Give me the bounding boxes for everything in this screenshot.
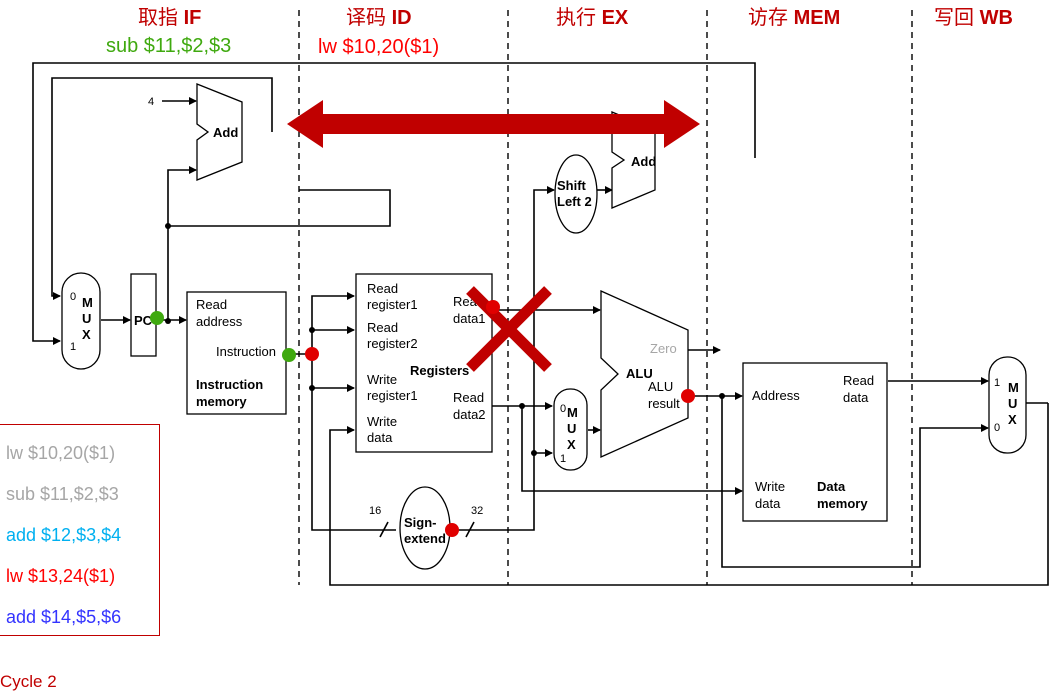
svg-text:X: X: [1008, 412, 1017, 427]
constant-four: 4: [148, 96, 154, 108]
svg-text:Write: Write: [367, 414, 397, 429]
svg-text:1: 1: [994, 377, 1000, 389]
svg-text:memory: memory: [196, 394, 247, 409]
svg-text:M: M: [82, 295, 93, 310]
instruction-memory: Read address Instruction Instruction mem…: [186, 291, 287, 415]
svg-text:16: 16: [369, 505, 381, 517]
stage-title-id: 译码 ID: [346, 6, 412, 29]
instr-item: add $14,$5,$6: [6, 607, 122, 627]
svg-text:1: 1: [560, 453, 566, 465]
register-file: Read register1 Read register2 Write regi…: [355, 273, 493, 453]
pc-mux: M U X 0 1: [61, 272, 101, 370]
svg-text:32: 32: [471, 505, 483, 517]
svg-text:extend: extend: [404, 531, 446, 546]
instr-item: lw $10,20($1): [6, 443, 116, 463]
svg-text:Registers: Registers: [410, 363, 469, 378]
signal-dots: [150, 300, 695, 537]
svg-text:memory: memory: [817, 496, 868, 511]
svg-text:Read: Read: [367, 320, 398, 335]
svg-text:Instruction: Instruction: [196, 377, 263, 392]
stage-span-double-arrow: [287, 100, 700, 148]
stage-title-ex: 执行 EX: [556, 6, 629, 29]
svg-text:X: X: [567, 437, 576, 452]
data-memory: Address Read data Write data Data memory: [742, 362, 888, 522]
sign-extend: Sign- extend 16 32: [369, 486, 483, 570]
svg-text:data: data: [843, 390, 869, 405]
stage-dividers: [298, 10, 913, 585]
svg-text:ALU: ALU: [626, 366, 653, 381]
alu-src-mux: M U X 0 1: [553, 388, 588, 471]
svg-text:Address: Address: [752, 388, 800, 403]
svg-text:data: data: [367, 430, 393, 445]
svg-text:data1: data1: [453, 311, 486, 326]
cycle-label: Cycle 2: [0, 672, 57, 691]
instr-item: lw $13,24($1): [6, 566, 116, 586]
svg-text:Add: Add: [213, 125, 238, 140]
svg-text:Add: Add: [631, 154, 656, 169]
svg-text:Read: Read: [367, 281, 398, 296]
svg-text:X: X: [82, 327, 91, 342]
svg-text:U: U: [1008, 396, 1017, 411]
alu: ALU Zero ALU result: [600, 289, 689, 459]
svg-text:0: 0: [560, 403, 566, 415]
svg-text:1: 1: [70, 341, 76, 353]
svg-text:ALU: ALU: [648, 379, 673, 394]
stage-title-mem: 访存 MEM: [748, 6, 840, 29]
svg-text:Zero: Zero: [650, 341, 677, 356]
if-stage-instruction: sub $11,$2,$3: [106, 35, 231, 57]
svg-text:register2: register2: [367, 336, 418, 351]
wb-mux: M U X 1 0: [988, 356, 1027, 454]
svg-text:0: 0: [994, 422, 1000, 434]
svg-text:U: U: [82, 311, 91, 326]
id-stage-instruction: lw $10,20($1): [318, 36, 439, 58]
svg-text:M: M: [1008, 380, 1019, 395]
svg-text:Instruction: Instruction: [216, 344, 276, 359]
svg-text:result: result: [648, 396, 680, 411]
wires: [32, 62, 1049, 586]
svg-text:Left 2: Left 2: [557, 194, 592, 209]
stage-titles: 取指 IF 译码 ID 执行 EX 访存 MEM 写回 WB: [138, 6, 1013, 29]
svg-text:Shift: Shift: [557, 178, 587, 193]
branch-adder: Add: [611, 111, 656, 209]
junction-dots: [165, 223, 725, 456]
svg-text:register1: register1: [367, 388, 418, 403]
svg-text:Write: Write: [367, 372, 397, 387]
stage-title-wb: 写回 WB: [934, 7, 1013, 29]
conflict-cross-mark: [466, 286, 552, 372]
svg-text:Read: Read: [196, 297, 227, 312]
instruction-sequence-box: lw $10,20($1) sub $11,$2,$3 add $12,$3,$…: [0, 424, 160, 636]
instr-item: sub $11,$2,$3: [6, 484, 119, 504]
svg-text:Data: Data: [817, 479, 846, 494]
svg-text:0: 0: [70, 291, 76, 303]
svg-text:Write: Write: [755, 479, 785, 494]
svg-text:PC: PC: [134, 313, 153, 328]
svg-text:Read: Read: [843, 373, 874, 388]
svg-text:Sign-: Sign-: [404, 515, 437, 530]
shift-left-2: Shift Left 2: [554, 154, 598, 234]
svg-text:register1: register1: [367, 297, 418, 312]
svg-text:Read: Read: [453, 390, 484, 405]
pc-adder: Add: [196, 83, 243, 181]
svg-text:address: address: [196, 314, 243, 329]
stage-title-if: 取指 IF: [138, 6, 201, 29]
svg-text:U: U: [567, 421, 576, 436]
svg-text:M: M: [567, 405, 578, 420]
svg-text:data2: data2: [453, 407, 486, 422]
svg-text:data: data: [755, 496, 781, 511]
instr-item: add $12,$3,$4: [6, 525, 122, 545]
